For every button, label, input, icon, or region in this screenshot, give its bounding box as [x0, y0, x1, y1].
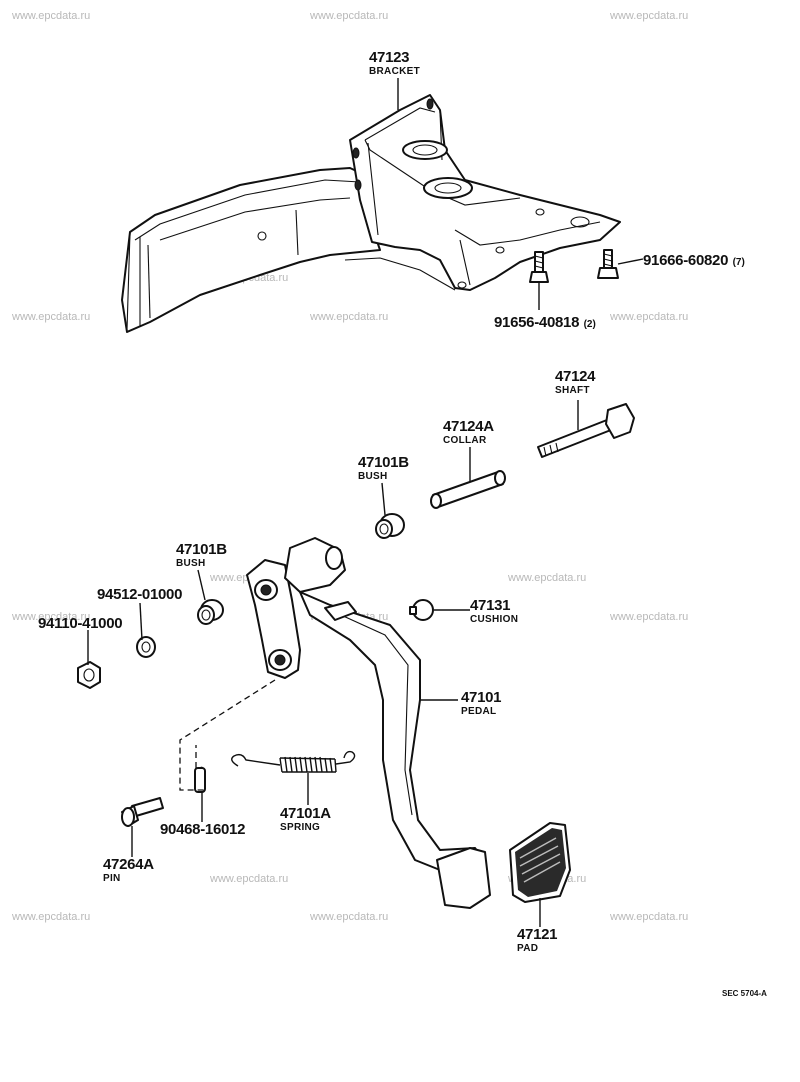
part-name: PAD	[517, 943, 539, 954]
watermark: www.epcdata.ru	[310, 911, 389, 923]
cushion-drawing	[409, 599, 434, 621]
bush-upper-drawing	[375, 513, 405, 539]
collar-drawing	[430, 470, 506, 509]
leader-lines	[87, 78, 644, 927]
bracket-drawing	[121, 94, 621, 333]
watermark: www.epcdata.ru	[12, 10, 91, 22]
label-nut: 94110-41000	[38, 615, 123, 632]
part-name: BUSH	[176, 558, 206, 569]
pedal-drawing	[246, 537, 491, 909]
part-name: SPRING	[280, 822, 321, 833]
part-number: 47101	[461, 689, 502, 706]
label-bolt-7: 91666-60820 (7)	[643, 252, 745, 270]
part-number: 47101A	[280, 805, 331, 822]
watermark: www.epcdata.ru	[610, 911, 689, 923]
watermark: www.epcdata.ru	[610, 311, 689, 323]
washer-drawing	[136, 636, 156, 658]
part-name: BUSH	[358, 471, 388, 482]
part-number: 91666-60820	[643, 252, 729, 269]
bolt-drawing	[529, 249, 619, 283]
part-qty: (7)	[732, 257, 745, 268]
part-name: PIN	[103, 873, 121, 884]
nut-drawing	[77, 661, 101, 689]
part-number: 47121	[517, 926, 558, 943]
part-name: BRACKET	[369, 66, 420, 77]
watermark: www.epcdata.ru	[610, 611, 689, 623]
clip-drawing	[194, 766, 206, 793]
pin-drawing	[121, 797, 164, 827]
part-number: 47264A	[103, 856, 154, 873]
part-number: 47131	[470, 597, 511, 614]
bush-lower-drawing	[197, 599, 224, 625]
part-name: CUSHION	[470, 614, 519, 625]
watermark: www.epcdata.ru	[310, 10, 389, 22]
pad-drawing	[509, 822, 571, 903]
part-number: 47101B	[176, 541, 227, 558]
watermark: www.epcdata.ru	[12, 611, 91, 623]
watermark: www.epcdata.ru	[12, 311, 91, 323]
label-clip: 90468-16012	[160, 821, 246, 838]
watermark: www.epcdata.ru	[310, 311, 389, 323]
part-number: 91656-40818	[494, 314, 580, 331]
part-number: 47124	[555, 368, 596, 385]
watermark: www.epcdata.ru	[508, 572, 587, 584]
watermark: www.epcdata.ru	[210, 873, 289, 885]
part-name: COLLAR	[443, 435, 487, 446]
part-name: SHAFT	[555, 385, 590, 396]
part-qty: (2)	[583, 319, 596, 330]
watermark: www.epcdata.ru	[610, 10, 689, 22]
spring-drawing	[231, 750, 356, 773]
part-number: 47101B	[358, 454, 409, 471]
shaft-drawing	[537, 403, 635, 458]
label-washer: 94512-01000	[97, 586, 183, 603]
part-number: 47124A	[443, 418, 494, 435]
watermark: www.epcdata.ru	[12, 911, 91, 923]
part-name: PEDAL	[461, 706, 497, 717]
label-bolt-2: 91656-40818 (2)	[494, 314, 596, 332]
part-number: 47123	[369, 49, 410, 66]
figure-reference: SEC 5704-A	[722, 989, 767, 998]
